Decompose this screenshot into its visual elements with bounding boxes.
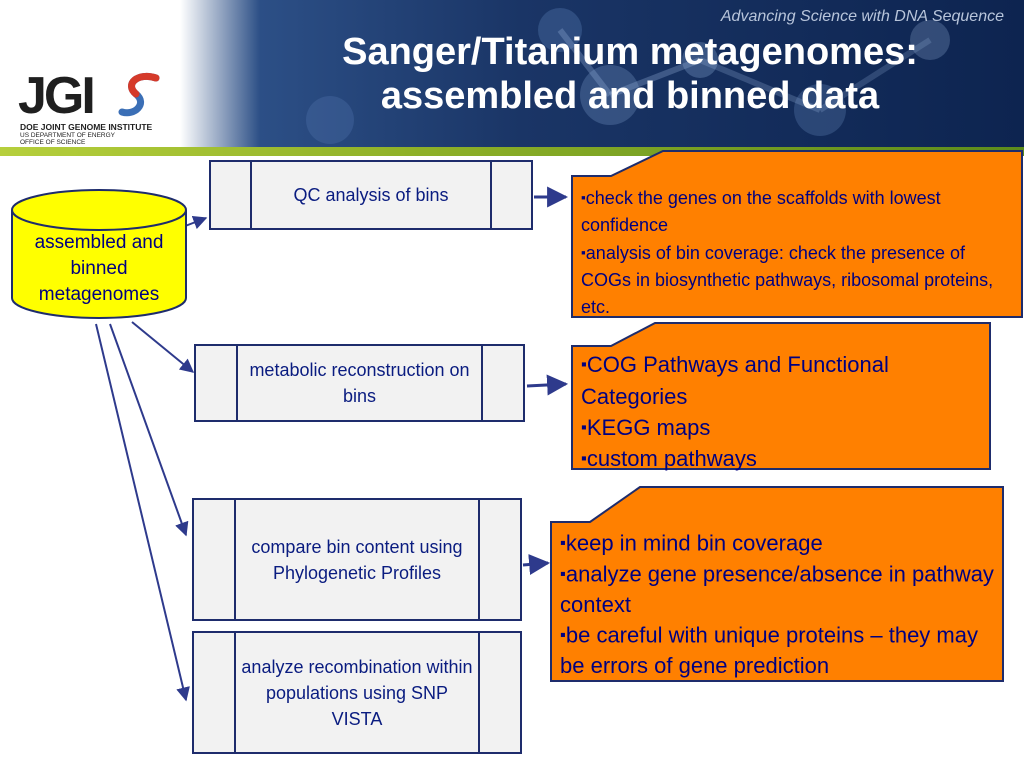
jgi-logo-text-1: DOE JOINT GENOME INSTITUTE: [20, 122, 153, 132]
bullet-icon: ▪: [581, 418, 587, 437]
metabolic-note-item: ▪COG Pathways and Functional Categories: [581, 352, 889, 409]
slide-title: Sanger/Titanium metagenomes: assembled a…: [250, 30, 1010, 118]
compare-note-item: ▪keep in mind bin coverage: [560, 530, 823, 556]
bullet-icon: ▪: [560, 564, 566, 583]
step-qc-label: QC analysis of bins: [250, 162, 492, 228]
compare-notes-text: ▪keep in mind bin coverage ▪analyze gene…: [560, 528, 998, 682]
metabolic-note-item: ▪custom pathways: [581, 446, 757, 472]
database-cylinder-icon: [11, 189, 187, 319]
accent-bar: [0, 147, 1024, 156]
metabolic-notes-text: ▪COG Pathways and Functional Categories …: [581, 349, 983, 475]
compare-note-item: ▪be careful with unique proteins – they …: [560, 622, 978, 679]
step-compare-label: compare bin content using Phylogenetic P…: [234, 500, 480, 619]
qc-note-item: ▪check the genes on the scaffolds with l…: [581, 188, 941, 236]
step-metabolic-label: metabolic reconstruction on bins: [236, 346, 483, 420]
step-qc-box: QC analysis of bins: [209, 160, 533, 230]
step-recombination-label: analyze recombination within populations…: [234, 633, 480, 752]
slide-title-line-2: assembled and binned data: [380, 75, 880, 117]
compare-note-item: ▪analyze gene presence/absence in pathwa…: [560, 561, 994, 617]
metabolic-note-item: ▪KEGG maps: [581, 414, 711, 440]
arrow-metabolic-to-notes: [526, 374, 569, 396]
qc-notes-box: ▪check the genes on the scaffolds with l…: [571, 150, 1023, 318]
compare-notes-box: ▪keep in mind bin coverage ▪analyze gene…: [550, 486, 1004, 682]
bullet-icon: ▪: [581, 449, 587, 468]
source-label: assembled and binned metagenomes: [34, 232, 164, 305]
step-recombination-box: analyze recombination within populations…: [192, 631, 522, 754]
step-metabolic-box: metabolic reconstruction on bins: [194, 344, 525, 422]
jgi-logo-text-2: US DEPARTMENT OF ENERGY: [20, 132, 115, 139]
metabolic-notes-box: ▪COG Pathways and Functional Categories …: [571, 322, 991, 471]
metabolic-notes-shape: [571, 322, 991, 470]
arrow-to-recombination: [95, 323, 190, 702]
arrow-to-compare: [109, 323, 189, 537]
bullet-icon: ▪: [581, 245, 586, 261]
compare-notes-shape: [550, 486, 1004, 682]
arrow-compare-to-notes: [522, 554, 551, 575]
qc-note-item: ▪analysis of bin coverage: check the pre…: [581, 243, 994, 318]
header-banner: Advancing Science with DNA Sequence Sang…: [0, 0, 1024, 148]
dna-background-art: [306, 8, 950, 144]
arrow-to-metabolic: [131, 321, 195, 373]
source-database-cylinder: assembled and binned metagenomes: [10, 188, 188, 320]
slide-title-line-1: Sanger/Titanium metagenomes:: [342, 31, 918, 73]
bullet-icon: ▪: [560, 626, 566, 645]
bullet-icon: ▪: [581, 355, 587, 374]
tagline: Advancing Science with DNA Sequence: [720, 8, 1004, 25]
qc-notes-shape: [571, 150, 1023, 318]
qc-notes-text: ▪check the genes on the scaffolds with l…: [581, 184, 1011, 321]
bullet-icon: ▪: [581, 190, 586, 205]
jgi-logo: JGI DOE JOINT GENOME INSTITUTE US DEPART…: [18, 68, 188, 148]
bullet-icon: ▪: [560, 534, 566, 552]
jgi-logo-text-3: OFFICE OF SCIENCE: [20, 139, 86, 146]
jgi-swirl-icon: [118, 73, 160, 117]
jgi-logo-mark: JGI: [18, 67, 96, 125]
step-compare-box: compare bin content using Phylogenetic P…: [192, 498, 522, 621]
